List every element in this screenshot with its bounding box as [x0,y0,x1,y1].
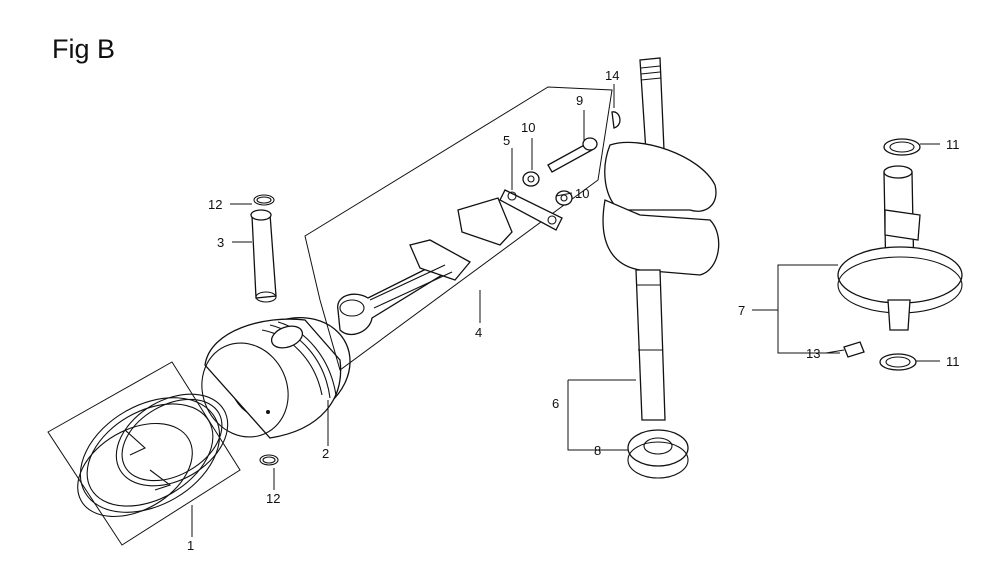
callout-12-lower: 12 [266,491,280,506]
callout-7: 7 [738,303,745,318]
camshaft [837,165,963,331]
piston-pin [250,209,277,303]
callout-12-upper: 12 [208,197,222,212]
figure-title: Fig B [52,34,116,64]
callout-2: 2 [322,446,329,461]
piston [201,317,351,439]
callout-8: 8 [594,443,601,458]
callout-4: 4 [475,325,482,340]
crankshaft [602,57,720,421]
callout-10-upper: 10 [521,120,535,135]
connecting-rod-assembly [304,86,613,371]
leader-lines [191,84,940,537]
callout-9: 9 [576,93,583,108]
rod-bolt [547,137,598,173]
cam-washer-bottom [879,353,917,371]
piston-rings [47,361,241,546]
rod-nut-lower [555,190,573,206]
callout-13: 13 [806,346,820,361]
callout-5: 5 [503,133,510,148]
callout-1: 1 [187,538,194,553]
callout-3: 3 [217,235,224,250]
pin-clip-bottom [259,454,279,466]
cam-washer-top [883,138,921,156]
callout-14: 14 [605,68,619,83]
cam-pin [843,341,865,358]
crank-key [611,111,621,129]
callout-labels: 1 2 3 4 5 6 7 8 9 10 10 11 11 12 12 13 1… [187,68,960,553]
callout-10-lower: 10 [575,186,589,201]
callout-6: 6 [552,396,559,411]
callout-11-lower: 11 [946,354,960,369]
pin-clip-top [253,194,275,206]
crank-gear [627,429,689,479]
rod-nut-upper [522,171,540,187]
callout-11-upper: 11 [946,137,960,152]
